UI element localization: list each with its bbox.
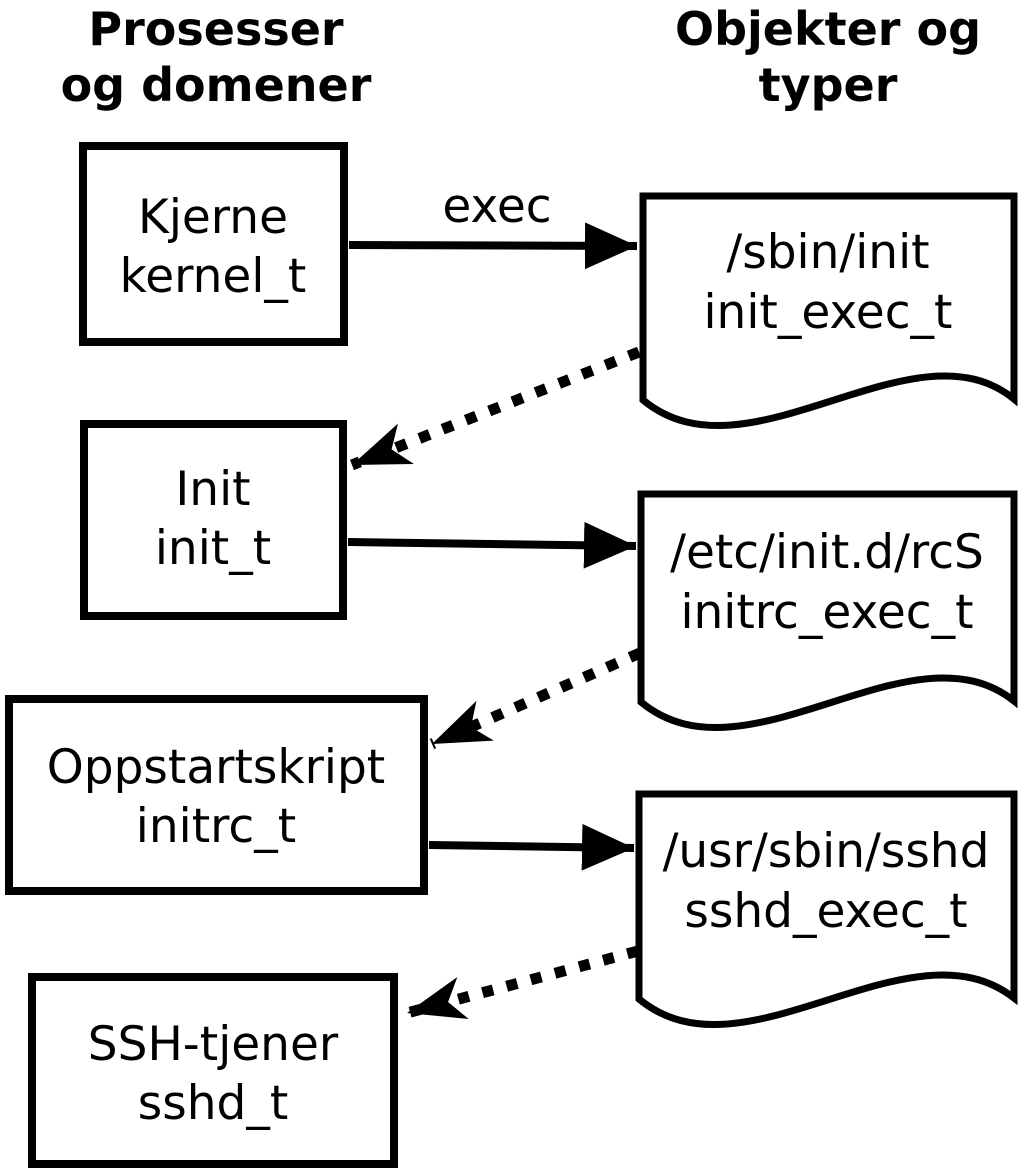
header-processes-line1: Prosesser <box>88 2 344 56</box>
document-initrc-exec <box>637 490 1018 732</box>
process-box-kernel <box>79 142 348 346</box>
transition-arrow-to-sshd <box>405 945 640 1019</box>
process-box-sshd <box>28 973 398 1168</box>
exec-arrow-initrc-to-sshd <box>428 823 635 871</box>
exec-arrow-kernel-to-init <box>348 222 638 270</box>
document-sshd-exec <box>635 790 1018 1029</box>
process-box-initrc <box>5 695 428 895</box>
process-sshd-type: sshd_t <box>138 1076 289 1131</box>
process-box-init <box>80 420 347 620</box>
object-sshd-path: /usr/sbin/sshd <box>663 824 990 879</box>
object-initrc-path: /etc/init.d/rcS <box>670 525 984 580</box>
object-sshd-type: sshd_exec_t <box>684 884 967 939</box>
transition-arrow-to-initrc <box>429 647 643 750</box>
process-sshd-name: SSH-tjener <box>88 1017 339 1072</box>
header-objects-line1: Objekter og <box>675 2 981 56</box>
header-processes-line2: og domener <box>61 58 372 112</box>
object-initrc-type: initrc_exec_t <box>680 585 973 640</box>
process-kernel-name: Kjerne <box>138 190 288 245</box>
exec-arrow-init-to-initrc <box>347 521 637 569</box>
process-initrc-type: initrc_t <box>136 799 296 854</box>
exec-arrow-label: exec <box>442 179 551 234</box>
process-init-type: init_t <box>155 521 271 576</box>
process-init-name: Init <box>175 462 250 517</box>
process-kernel-type: kernel_t <box>120 249 307 304</box>
transition-arrow-to-init <box>349 346 642 471</box>
process-initrc-name: Oppstartskript <box>47 740 385 795</box>
document-init-exec <box>639 192 1018 430</box>
object-init-path: /sbin/init <box>726 225 929 280</box>
object-init-type: init_exec_t <box>704 285 953 340</box>
header-objects-line2: typer <box>759 58 898 112</box>
